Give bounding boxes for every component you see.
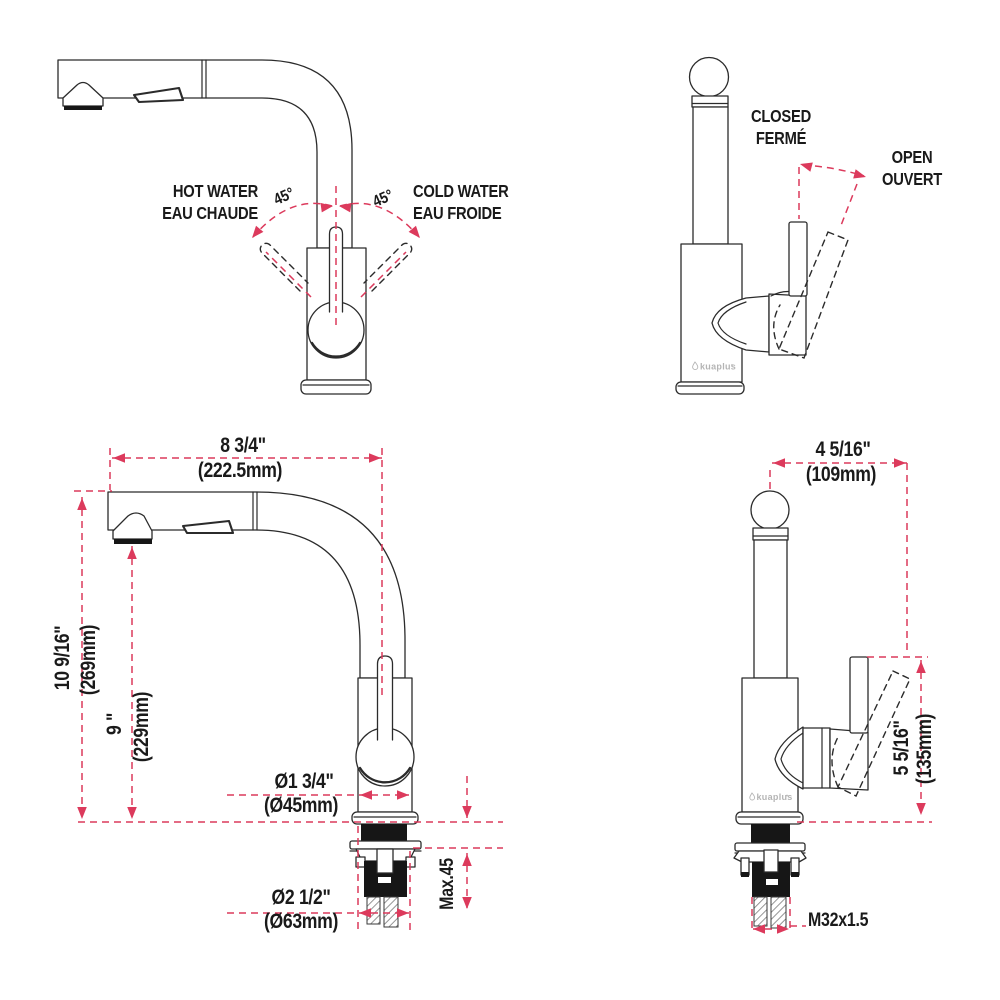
valve-neck xyxy=(802,727,831,789)
spray-nozzle xyxy=(114,539,152,544)
handle-closed xyxy=(788,221,808,297)
spout-bevel-joint xyxy=(774,726,804,790)
brand-trademark-dot xyxy=(731,364,733,366)
dim-spout-height-mm: (229mm) xyxy=(130,692,154,762)
label-angle-left: 45° xyxy=(271,185,297,209)
droplet-icon xyxy=(749,792,756,801)
ghost-centerline-left xyxy=(265,251,312,298)
brand-trademark-dot xyxy=(786,794,788,797)
label-cold-water-fr: EAU FROIDE xyxy=(413,204,502,224)
spray-nozzle xyxy=(64,106,102,110)
bracket-foot-right xyxy=(791,872,799,877)
dim-total-height-mm: (269mm) xyxy=(77,625,101,695)
view-spray-angles: HOT WATER EAU CHAUDE COLD WATER EAU FROI… xyxy=(57,59,509,395)
brand-logo-text: kuaplus xyxy=(757,792,793,802)
view-back-dimensions: kuaplus 4 xyxy=(733,438,937,934)
brand-logo-text: kuaplus xyxy=(700,362,736,372)
label-angle-right: 45° xyxy=(370,187,396,211)
dim-handle-height-mm: (135mm) xyxy=(913,714,937,784)
label-open-fr: OUVERT xyxy=(882,170,942,190)
spout-bevel-inner xyxy=(780,732,804,784)
handle-closed xyxy=(849,656,869,734)
open-position-leader xyxy=(839,183,858,229)
spout-bevel-inner xyxy=(717,301,747,345)
spray-lever xyxy=(181,519,235,535)
faucet-spout-outline xyxy=(57,59,353,249)
supply-hose-left xyxy=(753,896,768,927)
handle-open-ghost-arc xyxy=(773,304,781,350)
spray-lever xyxy=(132,86,185,104)
spout-ball-top xyxy=(750,490,790,530)
dim-total-height-in: 10 9/16" xyxy=(51,626,75,690)
dim-depth-in: 4 5/16" xyxy=(815,438,870,462)
handle-stem xyxy=(376,655,394,741)
dim-base-dia-in: Ø2 1/2" xyxy=(272,886,331,910)
label-open: OPEN xyxy=(892,148,933,168)
base-flange xyxy=(300,379,372,395)
supply-hose-right xyxy=(383,896,399,928)
swivel-arc-left xyxy=(252,202,333,238)
handle-open-ghost xyxy=(837,670,911,797)
label-hot-water: HOT WATER xyxy=(173,182,258,202)
spout-column xyxy=(692,106,729,245)
dim-body-dia-mm: (Ø45mm) xyxy=(264,794,338,818)
mounting-stud xyxy=(763,849,779,873)
valve-cartridge xyxy=(768,293,807,356)
base-flange xyxy=(675,381,745,395)
ball-joint-shadow xyxy=(358,766,412,784)
dim-shank-thread: M32x1.5 xyxy=(808,909,869,931)
handle-open-ghost-arc xyxy=(831,736,839,788)
swivel-arc-right xyxy=(339,202,420,238)
dim-spout-reach-in: 8 3/4" xyxy=(220,434,266,458)
handle-ghost-right xyxy=(363,242,413,292)
dim-spout-reach-mm: (222.5mm) xyxy=(198,459,282,483)
dim-max-deck-thickness: Max.45 xyxy=(436,858,458,910)
supply-hose-right xyxy=(770,896,787,929)
threaded-shank xyxy=(361,824,407,841)
droplet-icon xyxy=(692,361,699,370)
brand-logo: kuaplus xyxy=(692,361,736,372)
label-hot-water-fr: EAU CHAUDE xyxy=(162,204,258,224)
mounting-stud xyxy=(376,848,394,874)
rotation-arrows xyxy=(798,159,868,182)
label-closed-fr: FERMÉ xyxy=(756,128,807,149)
threaded-shank xyxy=(751,824,790,843)
handle-ghost-left xyxy=(259,242,309,292)
ball-joint-shadow xyxy=(310,341,362,358)
spout-neck-band xyxy=(752,527,789,541)
spout-neck-band xyxy=(691,95,729,108)
handle-open-ghost xyxy=(778,231,849,359)
bracket-foot-left xyxy=(741,872,749,877)
spout-ball-top xyxy=(688,56,730,98)
label-closed: CLOSED xyxy=(751,107,811,127)
spray-head xyxy=(112,512,153,540)
brand-logo: kuaplus xyxy=(749,792,793,802)
dim-spout-height-in: 9 " xyxy=(103,713,127,735)
base-flange xyxy=(735,811,804,825)
dim-depth-mm: (109mm) xyxy=(806,463,876,487)
view-side-dimensions: 8 3/4" (222.5mm) 10 9/16" (269mm) 9 " (2… xyxy=(51,434,503,934)
dim-handle-height-in: 5 5/16" xyxy=(890,720,914,775)
ghost-centerline-right xyxy=(360,251,407,298)
label-cold-water: COLD WATER xyxy=(413,182,509,202)
nut-slot xyxy=(378,877,391,883)
dim-body-dia-in: Ø1 3/4" xyxy=(275,770,334,794)
dim-base-dia-mm: (Ø63mm) xyxy=(264,910,338,934)
view-handle-operation: kuaplus CLOSED FERMÉ OPEN OUVERT xyxy=(675,56,942,395)
mounting-washer-plate xyxy=(349,840,422,850)
nut-slot xyxy=(766,879,778,885)
spout-bevel-joint xyxy=(711,295,770,353)
spout-column xyxy=(753,539,788,679)
spray-head xyxy=(62,81,104,107)
